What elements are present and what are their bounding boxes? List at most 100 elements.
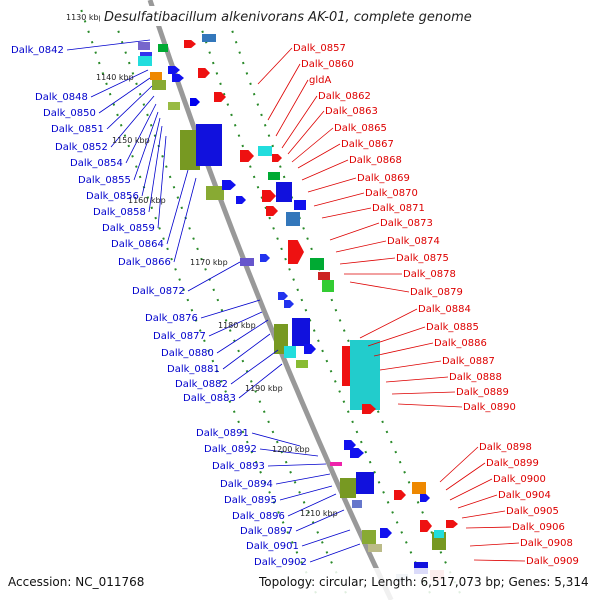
leader-line-right	[367, 326, 426, 347]
leader-line-right	[267, 63, 301, 121]
gene-label-right: Dalk_0908	[520, 538, 573, 549]
leader-line-right	[275, 79, 309, 137]
gene-label-left: Dalk_0901	[246, 541, 299, 552]
leader-line-left	[166, 169, 189, 245]
leader-line-right	[297, 143, 341, 169]
gene-feature-49	[310, 258, 324, 270]
gene-label-right: Dalk_0887	[442, 356, 495, 367]
gene-feature-10	[180, 130, 200, 170]
leader-line-left	[230, 349, 279, 385]
gene-label-right: Dalk_0879	[410, 287, 463, 298]
gene-feature-47	[294, 200, 306, 210]
gene-label-right: Dalk_0889	[456, 387, 509, 398]
kbp-tick-label: 1210 kbp	[300, 509, 338, 518]
gene-feature-35	[184, 40, 196, 48]
gene-label-right: Dalk_0868	[349, 155, 402, 166]
gene-label-left: Dalk_0893	[212, 461, 265, 472]
leader-line-left	[287, 493, 337, 517]
gene-feature-39	[240, 150, 254, 162]
leader-line-left	[157, 135, 167, 229]
gene-label-left: Dalk_0880	[161, 348, 214, 359]
gene-feature-40	[258, 146, 272, 156]
leader-line-right	[439, 446, 479, 483]
gene-feature-5	[152, 80, 166, 90]
gene-label-left: Dalk_0855	[78, 175, 131, 186]
gene-label-right: Dalk_0909	[526, 556, 579, 567]
gene-feature-8	[168, 102, 180, 110]
leader-line-left	[301, 529, 351, 547]
gene-label-left: Dalk_0896	[232, 511, 285, 522]
leader-line-left	[208, 311, 263, 337]
topology-text: Topology: circular; Length: 6,517,073 bp…	[258, 575, 589, 589]
leader-line-right	[373, 342, 434, 357]
gene-label-left: Dalk_0877	[153, 331, 206, 342]
gene-label-left: Dalk_0856	[86, 191, 139, 202]
leader-line-right	[301, 159, 349, 181]
kbp-tick-label: 1160 kbp	[128, 196, 166, 205]
gene-feature-23	[296, 360, 308, 368]
kbp-tick-label: 1200 kbp	[272, 445, 310, 454]
gene-label-right: Dalk_0865	[334, 123, 387, 134]
gene-label-left: Dalk_0864	[111, 239, 164, 250]
track-guide-0	[80, 9, 321, 600]
gene-label-left: Dalk_0852	[55, 142, 108, 153]
gene-feature-27	[340, 478, 356, 498]
gene-feature-14	[236, 196, 246, 204]
leader-line-left	[216, 319, 269, 354]
gene-feature-2	[138, 56, 152, 66]
leader-line-left	[173, 177, 197, 263]
gene-feature-11	[196, 124, 222, 166]
gene-feature-50	[318, 272, 330, 280]
gene-feature-37	[198, 68, 210, 78]
gene-feature-13	[222, 180, 236, 190]
leader-line-right	[379, 360, 442, 371]
gene-feature-53	[350, 340, 380, 410]
gene-label-right: Dalk_0873	[380, 218, 433, 229]
leader-line-left	[267, 463, 327, 467]
leader-line-right	[445, 462, 486, 491]
gene-label-left: Dalk_0897	[240, 526, 293, 537]
kbp-tick-label: 1170 kbp	[190, 258, 228, 267]
leader-line-left	[259, 448, 319, 457]
leader-line-left	[295, 509, 345, 532]
leader-line-left	[141, 117, 161, 197]
gene-label-right: Dalk_0884	[418, 304, 471, 315]
gene-label-left: Dalk_0881	[167, 364, 220, 375]
gene-label-right: Dalk_0906	[512, 522, 565, 533]
gene-label-right: Dalk_0862	[318, 91, 371, 102]
gene-label-right: Dalk_0863	[325, 106, 378, 117]
leader-line-right	[457, 494, 498, 509]
gene-label-right: Dalk_0885	[426, 322, 479, 333]
leader-line-left	[110, 95, 155, 148]
leader-line-right	[339, 257, 396, 265]
gene-feature-43	[262, 190, 276, 202]
leader-line-right	[391, 391, 456, 395]
leader-line-left	[309, 543, 361, 563]
gene-label-left: Dalk_0859	[102, 223, 155, 234]
gene-label-left: Dalk_0883	[183, 393, 236, 404]
gene-label-left: Dalk_0851	[51, 124, 104, 135]
leader-line-right	[291, 127, 334, 163]
gene-label-right: Dalk_0900	[493, 474, 546, 485]
gene-label-right: Dalk_0869	[357, 173, 410, 184]
leader-line-right	[335, 240, 387, 253]
leader-line-left	[125, 103, 157, 164]
gene-label-left: Dalk_0882	[175, 379, 228, 390]
gene-feature-42	[268, 172, 280, 180]
gene-label-left: Dalk_0848	[35, 92, 88, 103]
leader-line-left	[279, 485, 333, 501]
gene-feature-24	[344, 440, 356, 450]
gene-feature-7	[172, 74, 184, 82]
leader-line-left	[222, 333, 271, 370]
leader-line-right	[257, 47, 293, 85]
gene-feature-15	[240, 258, 254, 266]
gene-feature-9	[190, 98, 200, 106]
gene-feature-4	[150, 72, 162, 80]
leader-line-right	[449, 478, 493, 501]
gene-feature-18	[284, 300, 294, 308]
gene-label-left: Dalk_0902	[254, 557, 307, 568]
gene-feature-22	[304, 344, 316, 354]
leader-line-right	[397, 403, 463, 408]
gene-label-left: Dalk_0854	[70, 158, 123, 169]
